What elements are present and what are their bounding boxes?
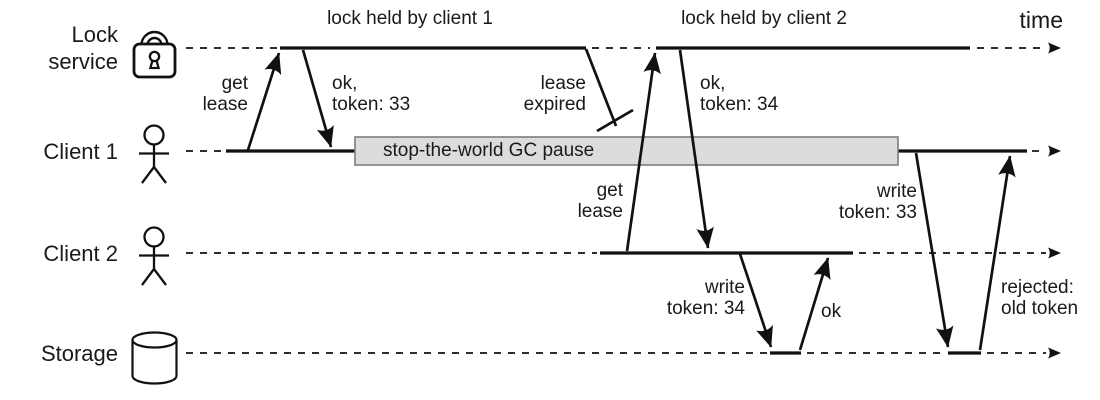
storage-timeline [186,347,1061,359]
lock-held-client1-label: lock held by client 1 [327,8,493,29]
msg-label-client1-ok-token-33: ok, token: 33 [332,73,411,115]
lane-label-storage: Storage [40,341,118,366]
client1-timeline [186,145,1061,157]
gc-pause-box [354,136,899,166]
msg-label-storage-ok: ok [821,301,842,322]
arrow-client1-get-lease [246,52,282,151]
lane-label-client1: Client 1 [43,139,118,164]
time-axis-label: time [1019,7,1063,33]
msg-label-client1-get-lease: get lease [202,73,248,115]
msg-label-rejected-old-token: rejected: old token [1001,277,1079,319]
timeline-arrow-icon [1048,42,1061,54]
person-icon [139,124,169,184]
arrow-client2-write-token-34 [738,253,773,348]
lock-service-timeline [186,42,1061,54]
arrow-storage-ok [798,257,831,351]
timeline-arrow-icon [1048,145,1061,157]
timeline-arrow-icon [1048,247,1061,259]
msg-label-lease-expired: lease expired [523,73,586,115]
person-icon [139,226,169,286]
padlock-icon [132,30,177,79]
arrow-client1-ok-token-33 [301,49,334,148]
msg-label-client2-get-lease: get lease [577,180,623,222]
msg-label-client2-write-token-34: write token: 34 [666,277,745,319]
arrow-client2-get-lease [625,52,661,252]
msg-label-client1-write-token-33: write token: 33 [838,181,917,223]
lease-expired-cross-icon [596,108,634,133]
lock-held-client2-label: lock held by client 2 [681,8,847,29]
gc-pause-label: stop-the-world GC pause [383,140,595,161]
arrow-lease-expired [584,48,618,127]
arrow-storage-rejected [978,155,1016,351]
lane-label-lock-service: Lock service [48,22,118,74]
arrow-client1-write-token-33 [914,152,954,348]
lane-label-client2: Client 2 [43,241,118,266]
arrow-client2-ok-token-34 [678,49,714,249]
client2-timeline [186,247,1061,259]
timeline-arrow-icon [1048,347,1061,359]
msg-label-client2-ok-token-34: ok, token: 34 [700,73,779,115]
database-cylinder-icon [131,331,178,385]
